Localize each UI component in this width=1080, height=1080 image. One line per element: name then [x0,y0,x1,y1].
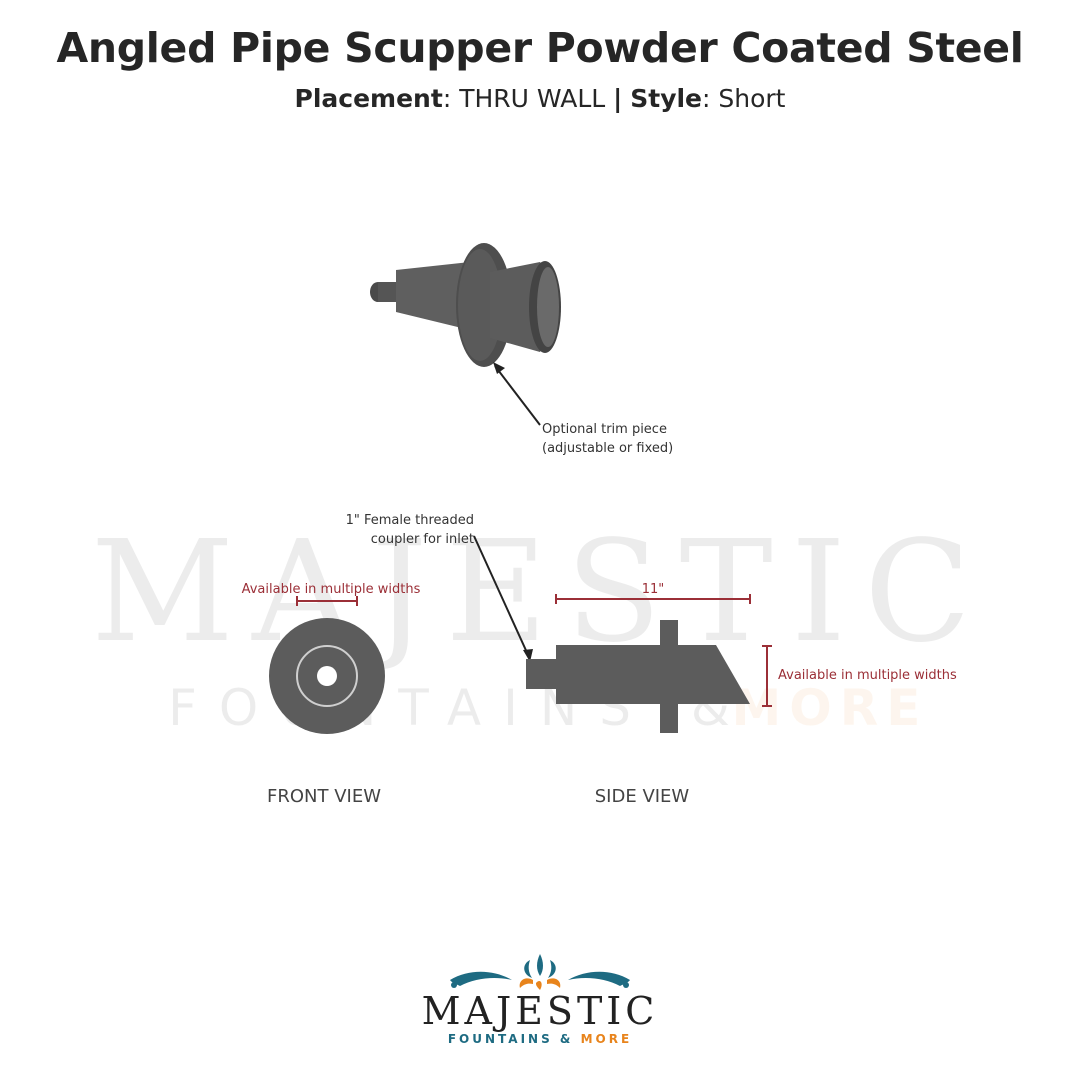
coupler-arrow-line [473,535,530,658]
front-pipe-ring [296,645,358,707]
trim-callout: Optional trim piece (adjustable or fixed… [493,362,673,456]
style-value: Short [718,84,786,113]
placement-value: THRU WALL [459,84,606,113]
placement-label: Placement [294,84,443,113]
watermark-more: MORE [732,679,929,737]
side-pipe-rear [556,645,660,704]
coupler-arrow-head [523,649,533,662]
coupler-label-1: 1" Female threaded [346,513,474,528]
watermark: MAJESTIC FOUNTAINS & MORE [91,511,989,737]
trim-arrow-head [493,362,505,374]
logo-tagline: FOUNTAINS & MORE [390,1032,690,1046]
product-title: Angled Pipe Scupper Powder Coated Steel [56,24,1024,72]
trim-arrow-line [494,365,541,426]
side-width-label: Available in multiple widths [778,668,957,683]
trim-label-1: Optional trim piece [542,422,667,437]
inlet-coupler [378,282,400,302]
brand-logo: MAJESTIC FOUNTAINS & MORE [390,950,690,1050]
logo-wordmark: MAJESTIC [421,989,659,1033]
logo-ornament [450,954,630,990]
product-attributes: Placement: THRU WALL | Style: Short [294,84,786,113]
front-inlet-hole [317,666,337,686]
side-view: 11" Available in multiple widths SIDE VI… [526,582,957,807]
watermark-word: MAJESTIC [91,511,989,674]
side-view-label: SIDE VIEW [595,786,690,807]
logo-tagline-accent: MORE [580,1032,633,1046]
front-view: Available in multiple widths FRONT VIEW [242,582,421,807]
perspective-view [370,243,561,367]
front-width-label: Available in multiple widths [242,582,421,597]
trim-label-2: (adjustable or fixed) [542,441,673,456]
side-inlet-coupler [526,659,556,689]
style-label: Style [630,84,703,113]
logo-tagline-main: FOUNTAINS & [447,1032,574,1046]
length-label: 11" [642,582,665,597]
coupler-callout: 1" Female threaded coupler for inlet [346,513,533,662]
separator: | [613,84,623,113]
coupler-label-2: coupler for inlet [371,532,474,547]
pipe-body-rear [396,262,470,330]
front-view-label: FRONT VIEW [267,786,381,807]
side-trim-flange [660,620,678,733]
spout-inner [537,267,559,347]
side-angled-spout [678,645,750,704]
